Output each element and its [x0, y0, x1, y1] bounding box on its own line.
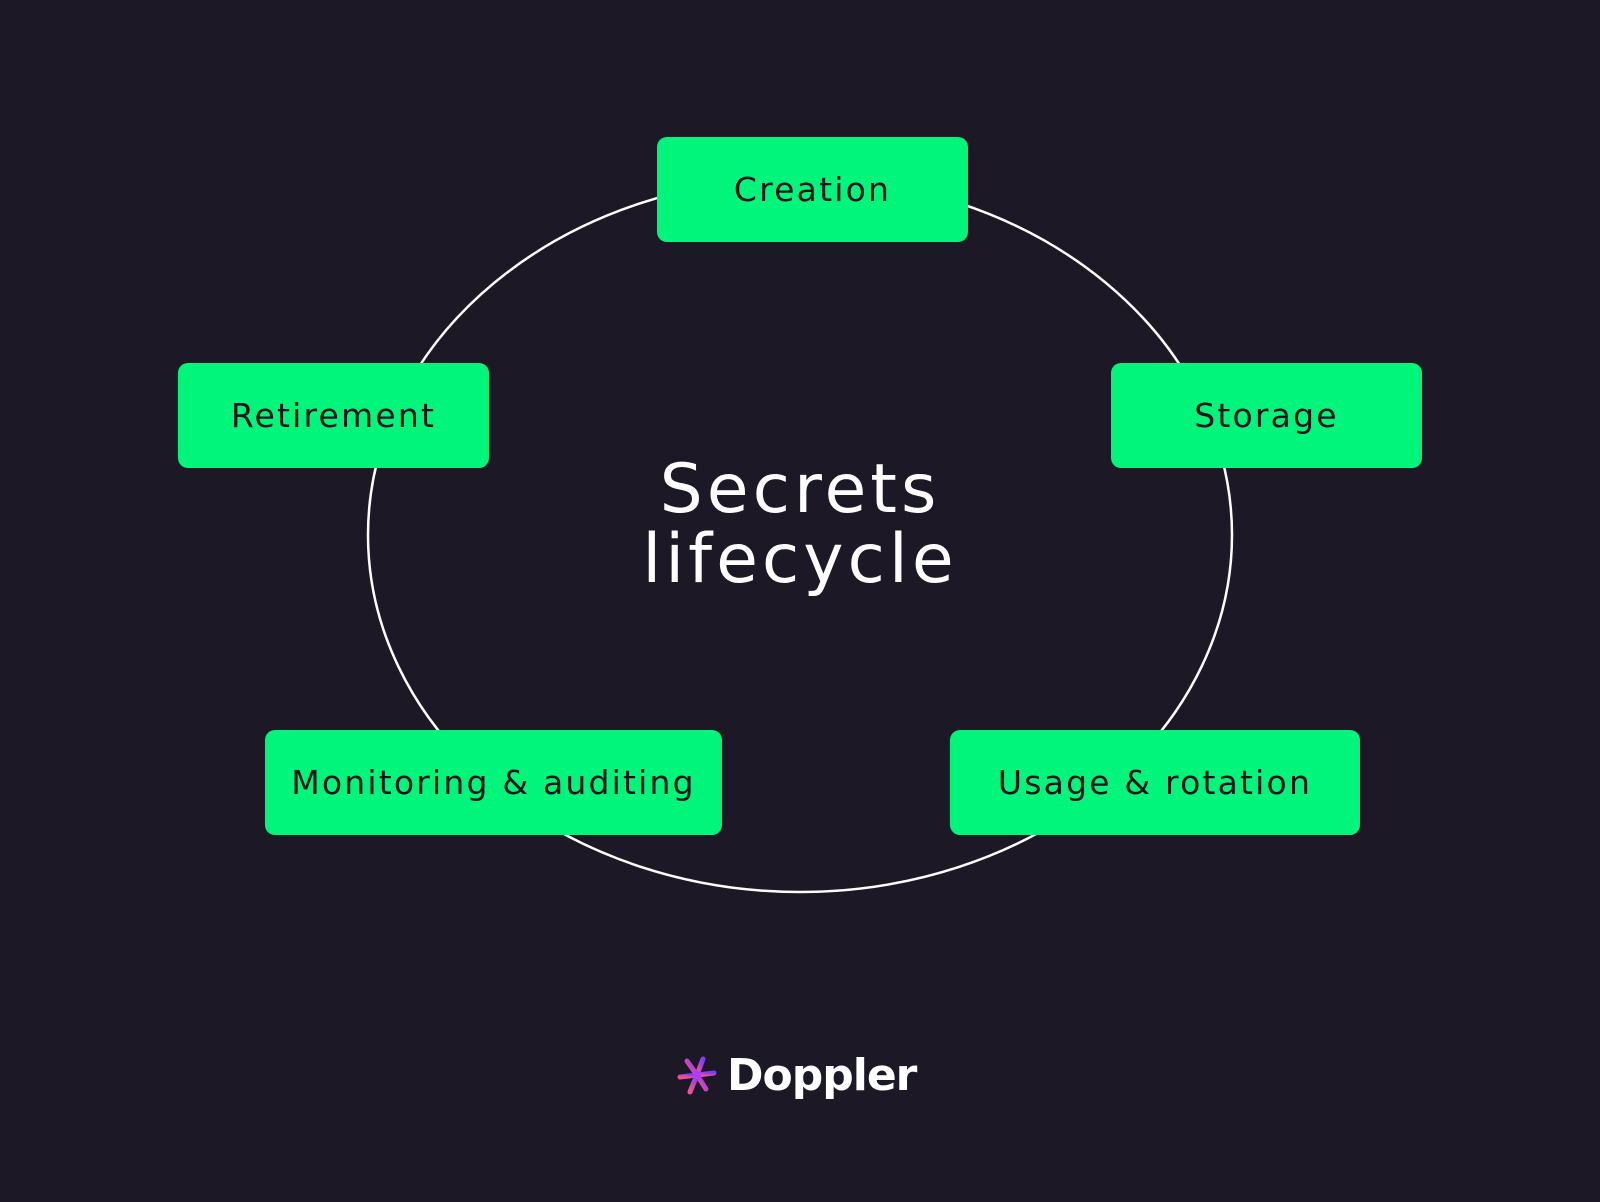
- stage-retirement: Retirement: [178, 363, 489, 468]
- stage-storage: Storage: [1111, 363, 1422, 468]
- brand-logo: Doppler: [675, 1045, 917, 1105]
- stage-monitoring-auditing-label: Monitoring & auditing: [291, 763, 696, 802]
- stage-usage-rotation-label: Usage & rotation: [997, 763, 1313, 802]
- stage-monitoring-auditing: Monitoring & auditing: [265, 730, 722, 835]
- stage-retirement-label: Retirement: [230, 396, 437, 435]
- stage-creation-label: Creation: [733, 170, 892, 209]
- brand-name: Doppler: [727, 1049, 917, 1101]
- stage-usage-rotation: Usage & rotation: [950, 730, 1360, 835]
- diagram-title-line1: Secrets: [659, 450, 941, 529]
- stage-creation: Creation: [657, 137, 968, 242]
- diagram-title-line2: lifecycle: [642, 520, 958, 599]
- diagram-title: Secrets lifecycle: [500, 455, 1100, 595]
- stage-storage-label: Storage: [1194, 396, 1339, 435]
- doppler-logo-icon: [677, 1056, 717, 1095]
